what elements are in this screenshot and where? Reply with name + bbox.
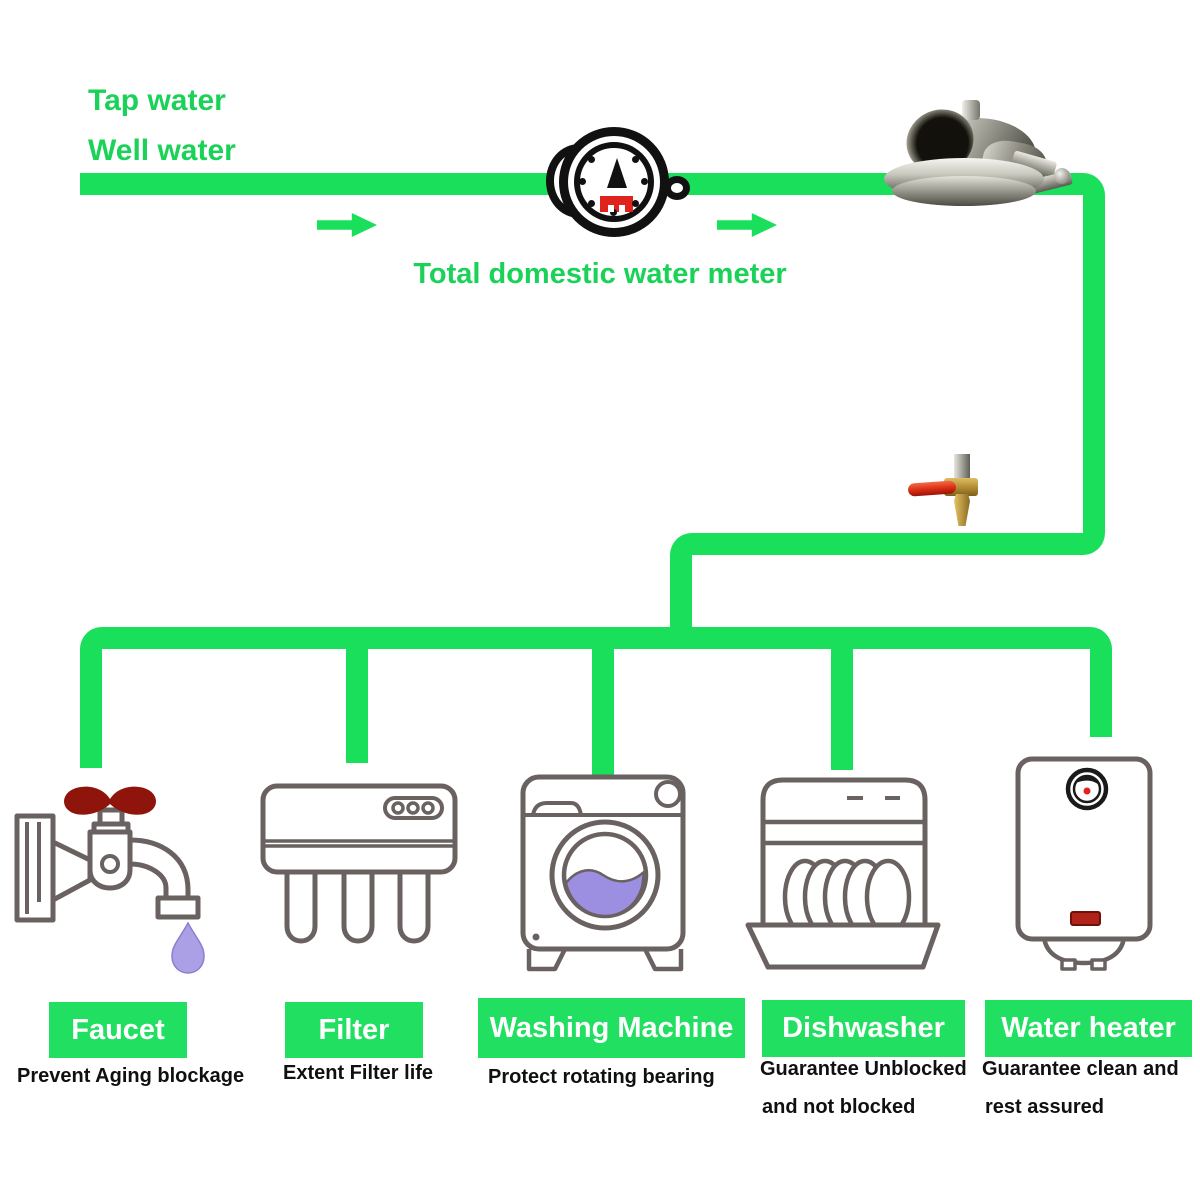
label-text: Filter (318, 1013, 390, 1046)
meter-tick-dot (588, 200, 595, 207)
pipe-vertical-from-filter (1083, 195, 1105, 533)
meter-display-notch (619, 205, 625, 212)
label-water-heater: Water heater (985, 1000, 1192, 1057)
washer-button (654, 780, 682, 808)
faucet-icon (14, 786, 205, 974)
water-heater-icon (1015, 756, 1153, 971)
pipe-corner-top-right (1083, 173, 1105, 195)
desc-water-heater-line1: Guarantee clean and (982, 1058, 1179, 1080)
heater-foot (1090, 958, 1107, 971)
pipe-manifold (102, 627, 1090, 649)
filter-cartridge (341, 872, 375, 944)
flow-arrow-right (717, 213, 777, 237)
pipe-connector-drop (670, 555, 692, 627)
label-filter: Filter (285, 1002, 423, 1058)
filter-icon (260, 783, 458, 944)
faucet-nozzle (155, 895, 201, 920)
pipe-corner-bottom-right (1083, 533, 1105, 555)
desc-water-heater-line2: rest assured (985, 1096, 1104, 1118)
filter-cartridge (397, 872, 431, 944)
desc-dishwasher-line1: Guarantee Unblocked (760, 1058, 967, 1080)
meter-caption: Total domestic water meter (413, 258, 787, 290)
water-drop-icon (171, 921, 205, 974)
filter-indicator-panel (383, 796, 444, 820)
heater-body (1015, 756, 1153, 942)
washer-drawer (531, 801, 583, 816)
label-text: Water heater (1001, 1012, 1176, 1044)
meter-display-notch (608, 205, 614, 212)
washing-machine-icon (520, 774, 686, 972)
desc-filter: Extent Filter life (283, 1062, 434, 1084)
washer-foot (526, 947, 568, 972)
meter-tick-dot (610, 209, 617, 216)
heater-dial-mark (1076, 776, 1099, 785)
pipe-drop-filter (346, 649, 368, 763)
dishwasher-icon (745, 777, 941, 970)
pipe-corner-connector-left (670, 533, 692, 555)
label-dishwasher: Dishwasher (762, 1000, 965, 1057)
housing-clamp-bolt (1054, 168, 1070, 184)
housing-body (902, 190, 1028, 458)
flow-arrow-left (317, 213, 377, 237)
label-text: Dishwasher (782, 1012, 945, 1044)
label-washing-machine: Washing Machine (478, 998, 745, 1058)
faucet-handle (64, 786, 156, 815)
faucet-spout (127, 837, 191, 905)
desc-washing-machine: Protect rotating bearing (488, 1066, 715, 1088)
water-meter-icon (540, 120, 700, 250)
faucet-hole (100, 854, 120, 874)
washer-dot (532, 933, 540, 941)
pipe-upper-connector (692, 533, 1083, 555)
washer-water (564, 868, 646, 918)
pipe-drop-dishwasher (831, 649, 853, 770)
meter-tick-dot (641, 178, 648, 185)
meter-display (600, 196, 633, 212)
housing-vent-plug (962, 100, 980, 120)
source-label-well-water: Well water (88, 134, 236, 167)
pipe-manifold-corner-right (1090, 627, 1112, 649)
desc-faucet: Prevent Aging blockage (17, 1065, 245, 1087)
meter-tick-dot (632, 200, 639, 207)
dishwasher-tray (745, 922, 941, 970)
label-text: Faucet (71, 1013, 165, 1046)
heater-foot (1060, 958, 1077, 971)
washer-foot (642, 947, 684, 972)
pipe-drop-water-heater (1090, 649, 1112, 737)
filter-cartridge (284, 872, 318, 944)
faucet-wall-plate (14, 813, 56, 923)
heater-dome (1041, 936, 1127, 966)
heater-dial-dot (1083, 787, 1091, 795)
housing-drain-stem (954, 454, 970, 482)
dishwasher-plate (864, 858, 912, 936)
heater-indicator (1070, 911, 1101, 926)
prefilter-housing-photo (856, 98, 1073, 530)
meter-tick-dot (588, 156, 595, 163)
housing-drain-barb (954, 494, 970, 526)
meter-tick-dot (579, 178, 586, 185)
meter-tick-dot (632, 156, 639, 163)
source-label-tap-water: Tap water (88, 84, 226, 117)
desc-dishwasher-line2: and not blocked (762, 1096, 916, 1118)
label-text: Washing Machine (489, 1011, 734, 1044)
pipe-drop-faucet (80, 649, 102, 768)
label-faucet: Faucet (49, 1002, 187, 1058)
faucet-connector (50, 839, 93, 903)
pipe-manifold-corner-left (80, 627, 102, 649)
pipe-drop-washing-machine (592, 649, 614, 775)
housing-collar-lower (892, 176, 1036, 206)
